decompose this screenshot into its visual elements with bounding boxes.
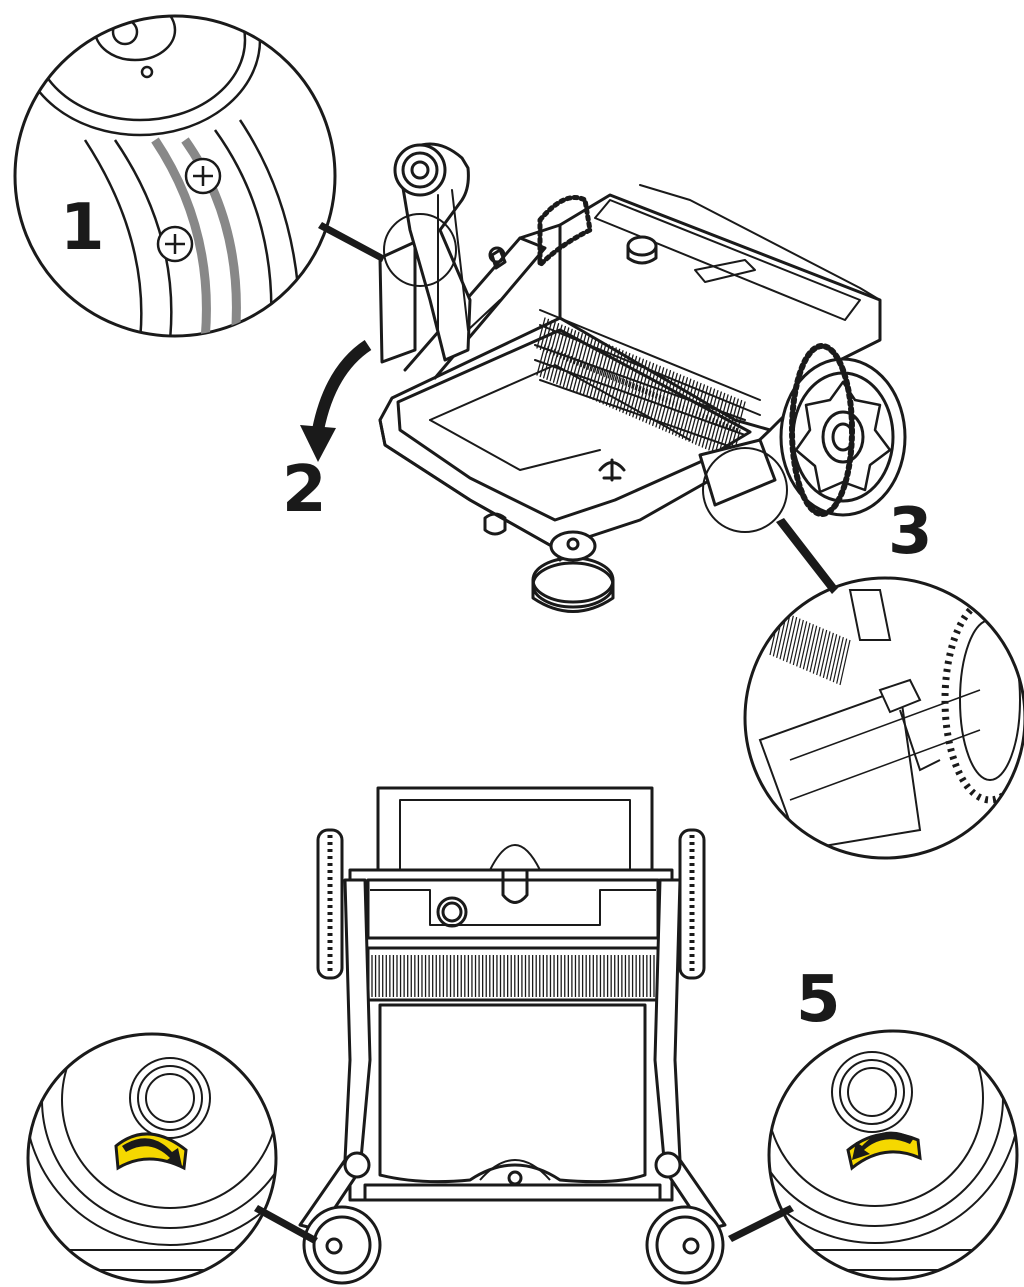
rotate-clockwise-arrow-icon xyxy=(122,1138,182,1166)
detail-pointer-right xyxy=(728,1205,794,1242)
curved-down-arrow-icon xyxy=(312,339,372,432)
sweeper-top-view xyxy=(298,786,727,1285)
curved-down-arrow-head xyxy=(300,425,336,462)
step-number-1: 1 xyxy=(60,191,105,265)
step-number-2: 2 xyxy=(282,453,327,527)
detail-source-1 xyxy=(383,213,457,287)
detail-view-left-brush xyxy=(26,1032,278,1284)
detail-view-right-brush xyxy=(767,1029,1019,1281)
rotate-counterclockwise-arrow-icon xyxy=(852,1131,914,1160)
detail-pointer-3 xyxy=(776,518,838,594)
detail-pointer-1 xyxy=(318,222,385,262)
step-number-5: 5 xyxy=(796,963,841,1037)
detail-view-1 xyxy=(13,14,337,338)
detail-view-3 xyxy=(743,576,1024,860)
detail-pointer-left xyxy=(254,1205,318,1244)
detail-source-3 xyxy=(702,447,788,533)
step-number-3: 3 xyxy=(888,495,933,569)
sweeper-isometric-view xyxy=(378,142,907,613)
